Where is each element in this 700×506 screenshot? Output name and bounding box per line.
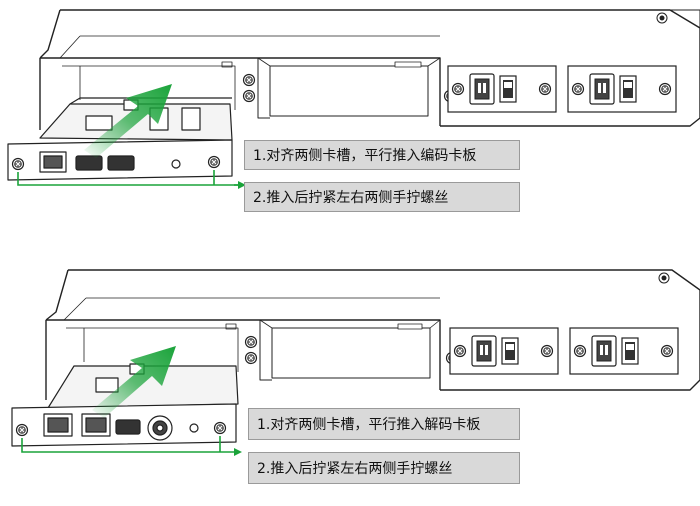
bottom-insert-arrow: [92, 346, 176, 418]
top-callout-arrowhead: [238, 181, 246, 189]
bottom-decoder-card: [11, 363, 239, 447]
top-step2-label: 2.推入后拧紧左右两侧手拧螺丝: [244, 182, 520, 212]
bottom-chassis: [45, 269, 700, 400]
top-encoder-card: [7, 97, 233, 181]
top-step1-label: 1.对齐两侧卡槽，平行推入编码卡板: [244, 140, 520, 170]
top-power-supply-left: [448, 66, 556, 112]
bottom-callout-arrowhead: [234, 448, 242, 456]
top-power-supply-right: [568, 66, 676, 112]
bottom-step2-label: 2.推入后拧紧左右两侧手拧螺丝: [248, 452, 520, 484]
bottom-power-supply-right: [570, 328, 678, 374]
bottom-power-supply-left: [450, 328, 558, 374]
top-chassis: [39, 9, 700, 130]
bottom-step1-label: 1.对齐两侧卡槽，平行推入解码卡板: [248, 408, 520, 440]
top-insert-arrow: [84, 84, 172, 158]
bottom-callout-lines: [21, 436, 240, 453]
